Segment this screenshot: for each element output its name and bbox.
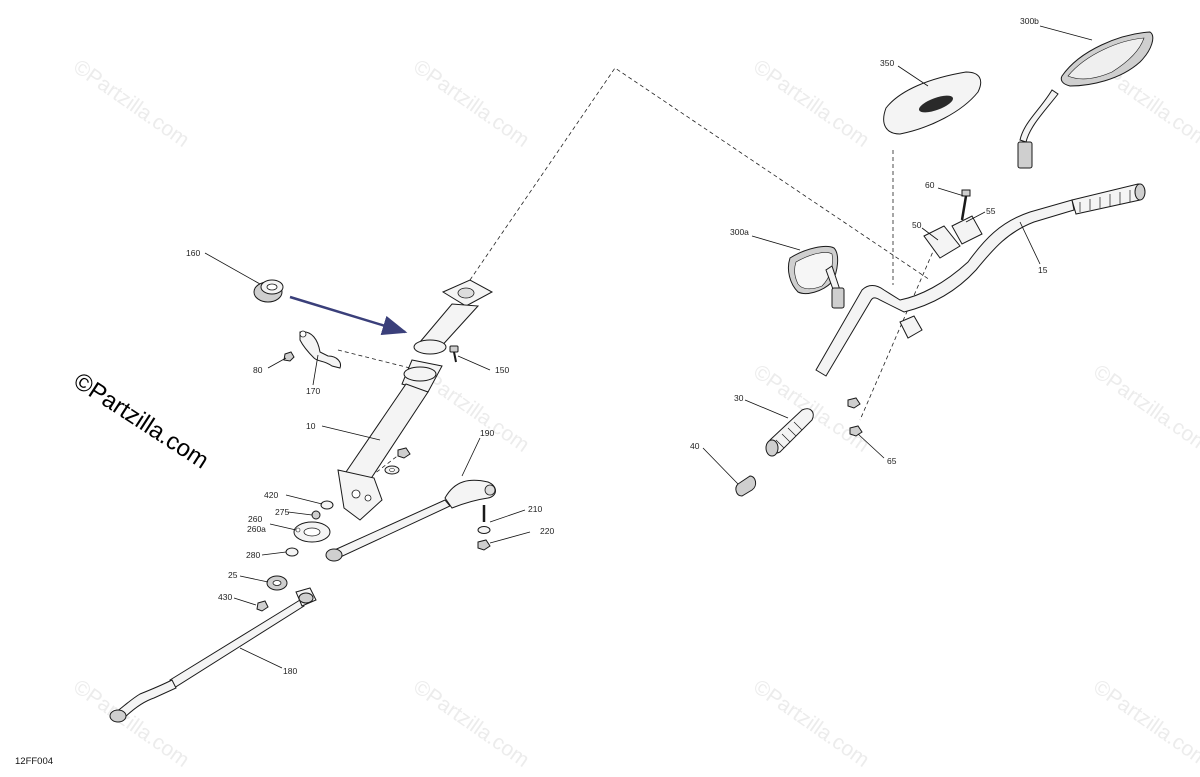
callout-label[interactable]: 260a [247, 524, 266, 534]
watermark-text: ©Partzilla.com [409, 55, 533, 152]
washer-part[interactable] [384, 465, 400, 475]
callout-label[interactable]: 180 [283, 666, 297, 676]
bearing-part[interactable] [253, 279, 284, 303]
callout-label[interactable]: 280 [246, 550, 260, 560]
handlebar-part[interactable] [815, 183, 1146, 377]
watermark-text: ©Partzilla.com [69, 55, 193, 152]
washer-part[interactable] [285, 547, 299, 557]
callout-label[interactable]: 55 [986, 206, 996, 216]
brand-watermark: ©Partzilla.com [69, 367, 214, 474]
callout-label[interactable]: 60 [925, 180, 935, 190]
assembly-dashed-line [859, 239, 939, 421]
mirror-right-part[interactable] [1017, 31, 1154, 169]
callout-label[interactable]: 430 [218, 592, 232, 602]
callout-label[interactable]: 160 [186, 248, 200, 258]
callout-label[interactable]: 15 [1038, 265, 1048, 275]
watermark-text: ©Partzilla.com [1089, 360, 1200, 457]
instrument-cover-part[interactable] [883, 71, 982, 135]
assembly-dashed-line [337, 349, 411, 369]
diagram-code: 12FF004 [15, 756, 53, 767]
watermark-text: ©Partzilla.com [1089, 675, 1200, 772]
nut-part[interactable] [849, 425, 863, 437]
washer-part[interactable] [477, 526, 491, 534]
bearing-part[interactable] [266, 575, 288, 591]
watermark-text: ©Partzilla.com [749, 675, 873, 772]
riser-clamp-part[interactable] [923, 215, 983, 259]
callout-label[interactable]: 260 [248, 514, 262, 524]
grip-part[interactable] [765, 408, 814, 457]
callout-label[interactable]: 220 [540, 526, 554, 536]
callout-label[interactable]: 190 [480, 428, 494, 438]
callout-label[interactable]: 50 [912, 220, 922, 230]
nut-part[interactable] [847, 397, 861, 409]
insert-direction-arrow [289, 295, 408, 336]
nut-part[interactable] [477, 539, 491, 551]
leader-lines [204, 25, 1093, 669]
watermark-text: ©Partzilla.com [69, 675, 193, 772]
callout-label[interactable]: 420 [264, 490, 278, 500]
nut-part[interactable] [283, 351, 295, 362]
tie-rod-part[interactable] [109, 587, 317, 723]
assembly-dashed-line [469, 67, 931, 281]
callout-label[interactable]: 25 [228, 570, 238, 580]
riser-lower-part[interactable] [899, 315, 923, 339]
nut-part[interactable] [397, 447, 411, 459]
watermark-text: ©Partzilla.com [749, 55, 873, 152]
callout-label[interactable]: 150 [495, 365, 509, 375]
callout-label[interactable]: 275 [275, 507, 289, 517]
watermark-text: ©Partzilla.com [409, 675, 533, 772]
flange-part[interactable] [293, 521, 331, 543]
bolt-part[interactable] [960, 189, 971, 221]
callout-label[interactable]: 300b [1020, 16, 1039, 26]
fitting-part[interactable] [311, 510, 321, 520]
callout-label[interactable]: 65 [887, 456, 897, 466]
nut-part[interactable] [256, 600, 269, 612]
callout-label[interactable]: 350 [880, 58, 894, 68]
callout-label[interactable]: 40 [690, 441, 700, 451]
mirror-left-part[interactable] [787, 245, 845, 309]
callout-label[interactable]: 80 [253, 365, 263, 375]
bar-end-part[interactable] [735, 475, 757, 497]
washer-part[interactable] [320, 500, 334, 510]
callout-label[interactable]: 10 [306, 421, 316, 431]
callout-label[interactable]: 30 [734, 393, 744, 403]
bolt-part[interactable] [449, 345, 459, 363]
callout-label[interactable]: 210 [528, 504, 542, 514]
tie-rod-part[interactable] [325, 479, 496, 562]
callout-label[interactable]: 300a [730, 227, 749, 237]
clamp-part[interactable] [299, 330, 341, 369]
callout-label[interactable]: 170 [306, 386, 320, 396]
callout-labels: 160 80 170 150 10 190 420 275 260 260a 2… [186, 16, 1048, 676]
steering-column-part[interactable] [337, 279, 494, 521]
